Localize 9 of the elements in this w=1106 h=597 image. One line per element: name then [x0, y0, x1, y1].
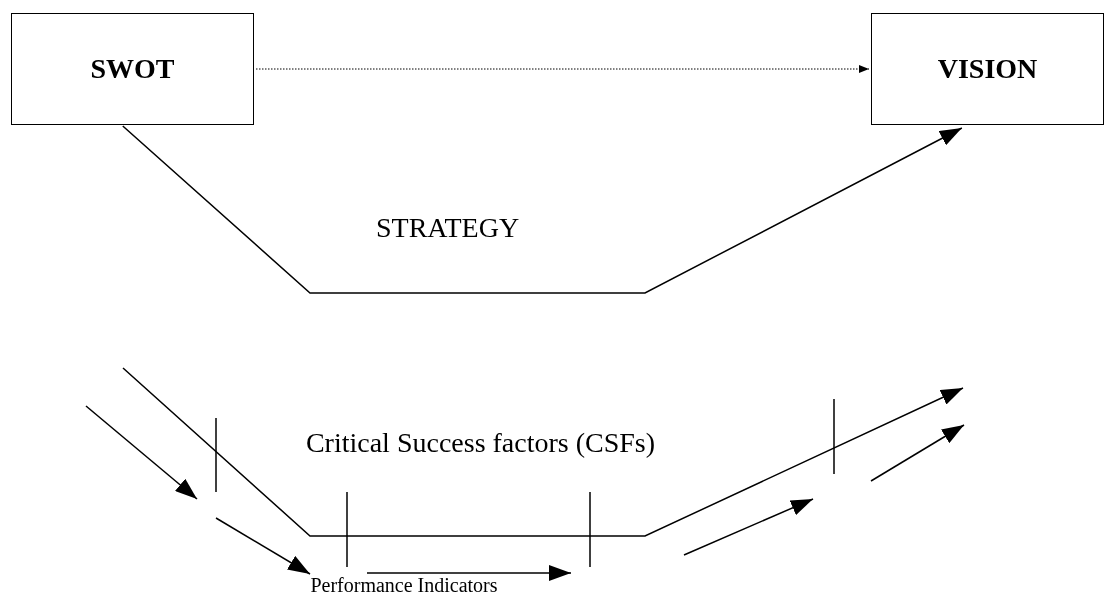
arrow [122, 125, 963, 294]
text-label: Critical Success factors (CSFs) [304, 426, 657, 460]
box-title: VISION [937, 53, 1038, 85]
text-label: Performance Indicators [309, 573, 499, 597]
arrow [255, 65, 870, 73]
edge-label: STRATEGY [376, 212, 520, 244]
analysis-box [11, 13, 254, 125]
goal-box [871, 13, 1104, 125]
box-title: SWOT [90, 53, 175, 85]
